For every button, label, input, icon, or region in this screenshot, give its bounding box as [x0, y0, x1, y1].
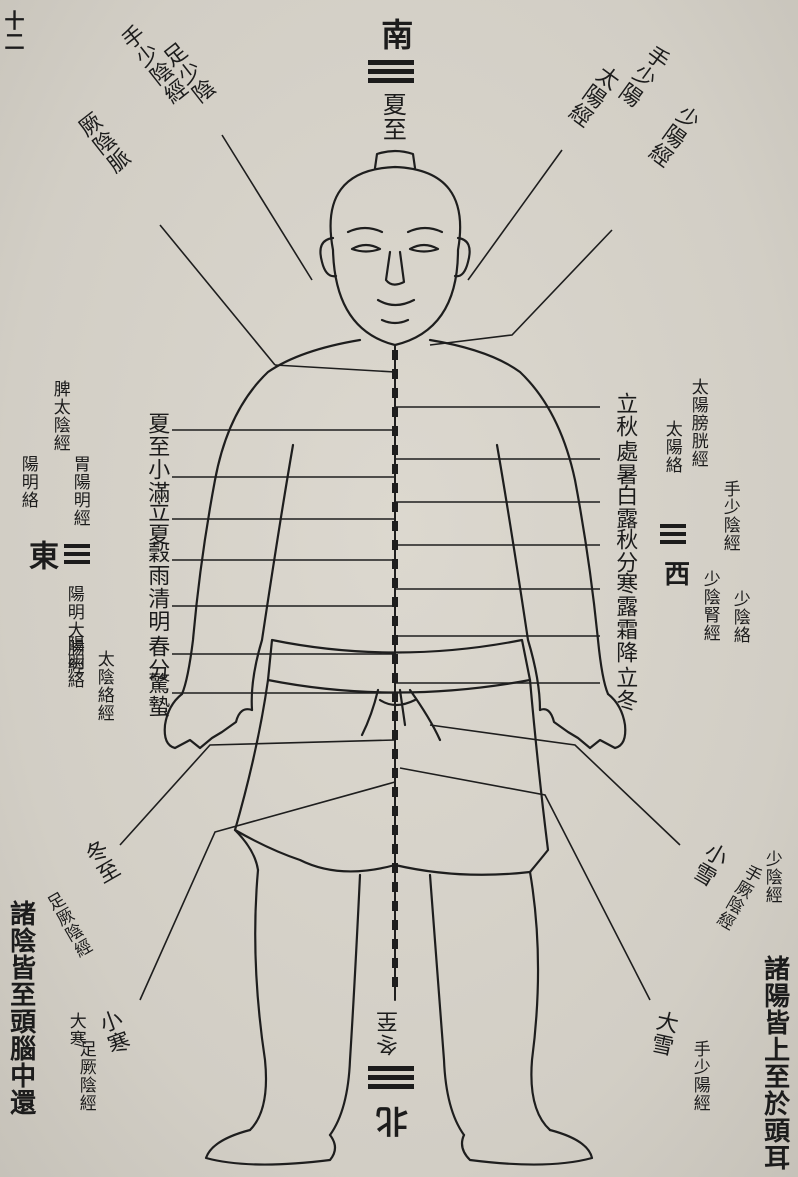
shoulder-line — [275, 365, 395, 372]
left-eye — [352, 245, 380, 252]
ray-top-left — [160, 225, 275, 365]
left-leg — [250, 870, 266, 1130]
trigram-bottom-line-1 — [368, 1066, 414, 1071]
note-right: 諸陽皆上至於頭耳 — [760, 955, 789, 1171]
right-eyebrow — [408, 228, 442, 232]
south-glyph: 南 — [377, 18, 412, 51]
west-glyph: 西 — [660, 560, 689, 587]
right-leg-inner — [430, 875, 464, 1135]
trigram-bottom-line-2 — [368, 1075, 414, 1080]
right-label-1: 立秋 — [612, 392, 636, 438]
trigram-top-line-1 — [368, 60, 414, 65]
right-inner-arm — [497, 445, 540, 710]
chin — [382, 320, 408, 323]
summer-solstice-label: 夏至 — [379, 92, 405, 142]
left-meridian-f: 太陰絡經 — [94, 650, 113, 722]
lower-left-diagonal-1 — [120, 740, 395, 845]
right-foot — [462, 1130, 592, 1165]
trigram-bottom-line-3 — [368, 1084, 414, 1089]
ray-right-2 — [468, 150, 562, 280]
skirt-hem — [235, 830, 530, 875]
lower-right-bottom-2: 手少陽經 — [690, 1040, 709, 1112]
trigram-east-line-3 — [64, 560, 90, 564]
head-outline — [331, 167, 461, 345]
left-meridian-b: 胃陽明經 — [70, 455, 89, 527]
right-meridian-d: 少陰腎經 — [700, 570, 719, 642]
trigram-west-line-2 — [660, 532, 686, 536]
trigram-east-line-2 — [64, 552, 90, 556]
lower-right-label-3: 少陰經 — [762, 850, 781, 904]
left-label-7: 驚蟄 — [144, 672, 168, 718]
topknot — [375, 151, 415, 168]
trigram-west — [660, 520, 686, 548]
lower-right-diagonal-1 — [430, 725, 680, 845]
left-foot — [206, 1130, 335, 1165]
left-meridian-c: 陽明絡 — [18, 455, 37, 509]
right-label-3: 白露 — [612, 484, 636, 530]
trigram-bottom — [368, 1062, 414, 1093]
left-label-5: 清明 — [144, 587, 168, 633]
lower-left-bottom-2: 足厥陰經 — [76, 1040, 95, 1112]
nose — [386, 252, 404, 285]
left-meridian-e: 陽明絡 — [64, 635, 83, 689]
right-label-6: 霜降 — [612, 618, 636, 664]
right-label-7: 立冬 — [612, 666, 636, 712]
left-leg-inner — [330, 875, 360, 1135]
sash-knot — [362, 690, 440, 740]
trigram-top-line-2 — [368, 69, 414, 74]
mouth — [378, 300, 414, 305]
left-eyebrow — [348, 228, 382, 232]
ray-left-2 — [222, 135, 312, 280]
trigram-west-line-3 — [660, 540, 686, 544]
left-label-2: 小滿 — [144, 458, 168, 504]
right-meridian-b: 太陽絡 — [662, 420, 681, 474]
right-meridian-a: 太陽膀胱經 — [688, 378, 707, 468]
trigram-east — [64, 540, 90, 568]
trigram-west-line-1 — [660, 524, 686, 528]
trigram-top — [368, 56, 414, 87]
left-label-3: 立夏 — [144, 500, 168, 546]
north-glyph: 北 — [377, 1105, 412, 1138]
right-label-2: 處暑 — [612, 440, 636, 486]
left-label-1: 夏至 — [144, 412, 168, 458]
right-meridian-e: 少陰絡 — [730, 590, 749, 644]
corner-label: 十二 — [2, 10, 24, 52]
note-left: 諸陰皆至頭腦中還 — [6, 900, 35, 1116]
right-label-4: 秋分 — [612, 528, 636, 574]
left-hand — [165, 694, 252, 748]
trigram-east-line-1 — [64, 544, 90, 548]
right-label-5: 寒露 — [612, 572, 636, 618]
ray-right-3 — [430, 230, 612, 345]
left-meridian-a: 脾太陰經 — [50, 380, 69, 457]
left-label-4: 穀雨 — [144, 541, 168, 587]
winter-solstice-label: 冬至 — [378, 1010, 402, 1056]
belt — [268, 640, 530, 693]
right-leg — [530, 872, 550, 1130]
lower-left-diagonal-2 — [140, 782, 395, 1000]
right-meridian-c: 手少陰經 — [720, 480, 739, 552]
lower-left-small: 大寒 — [66, 1012, 85, 1048]
right-eye — [410, 245, 438, 252]
east-glyph: 東 — [24, 540, 57, 571]
trigram-top-line-3 — [368, 78, 414, 83]
left-inner-arm — [252, 445, 293, 710]
